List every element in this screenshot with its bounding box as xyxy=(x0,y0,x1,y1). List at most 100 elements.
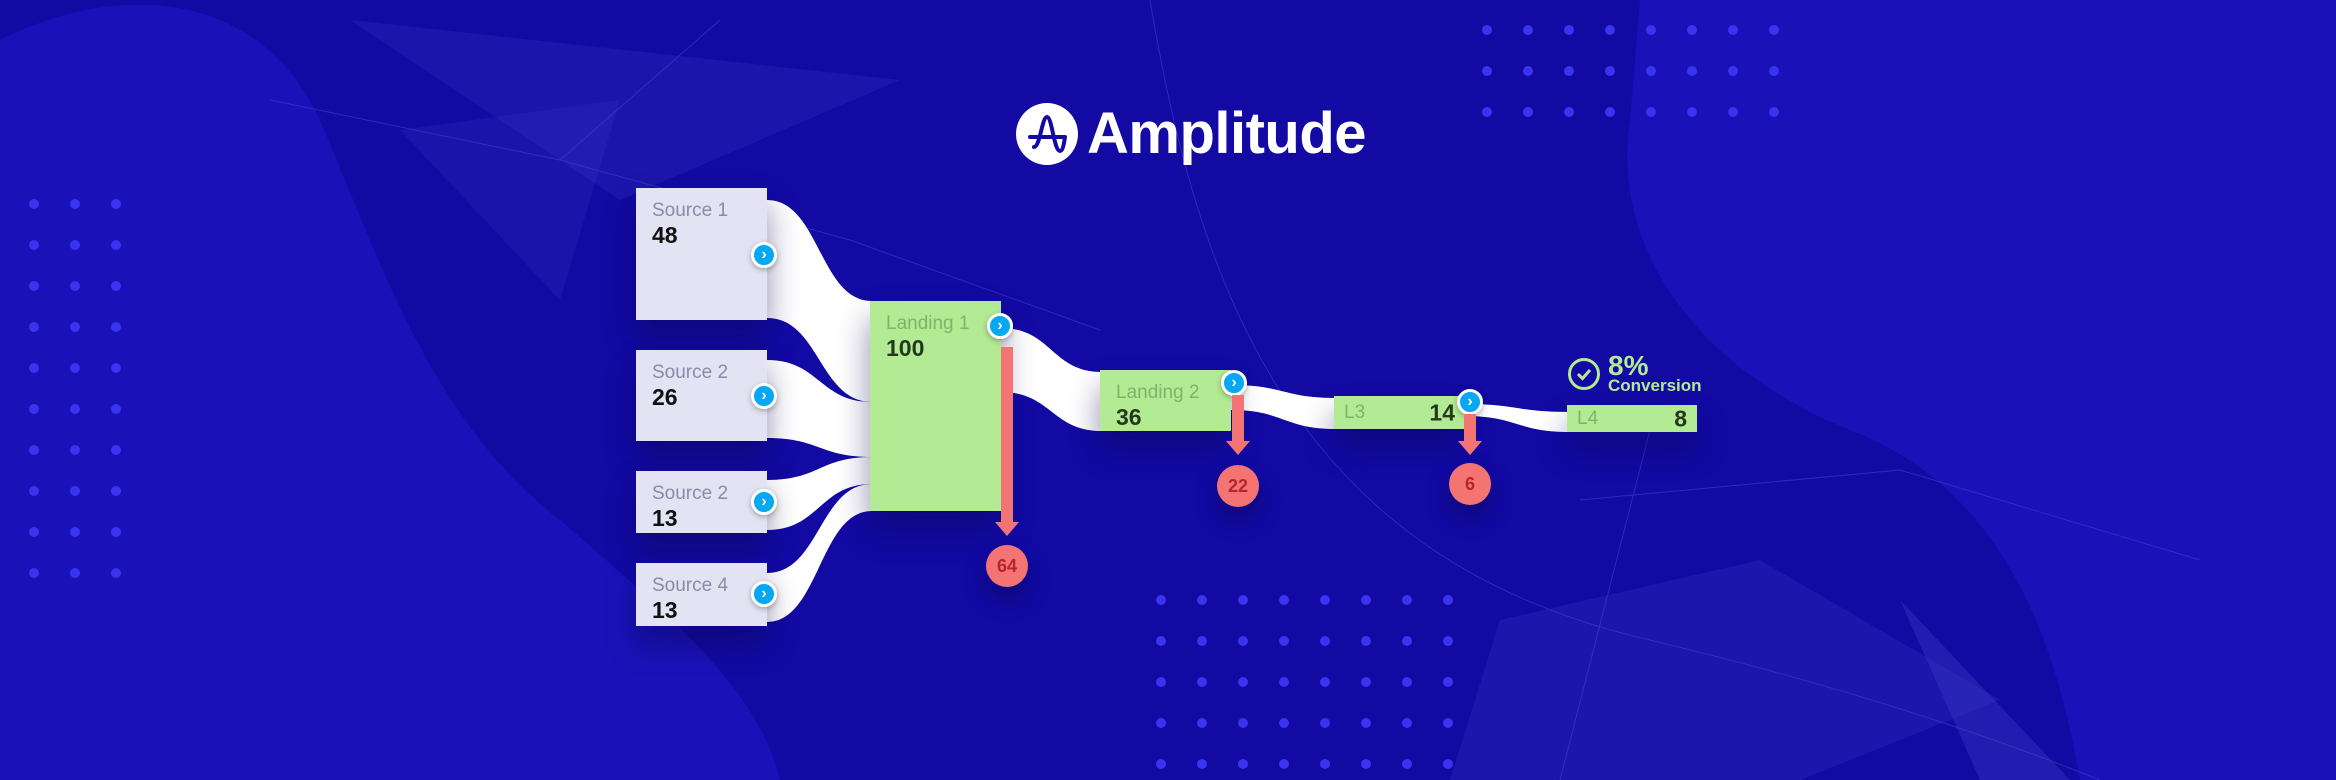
dot xyxy=(1646,107,1656,117)
arrow-down-icon xyxy=(1458,441,1482,455)
dot xyxy=(1402,718,1412,728)
dot xyxy=(70,527,80,537)
dot xyxy=(1523,25,1533,35)
dot xyxy=(70,199,80,209)
dot xyxy=(1361,677,1371,687)
dot xyxy=(1320,677,1330,687)
dot xyxy=(29,363,39,373)
node-label: Source 2 xyxy=(652,483,729,504)
chevron-right-icon[interactable]: › xyxy=(1457,389,1483,415)
chevron-right-icon[interactable]: › xyxy=(1221,370,1247,396)
dot xyxy=(1564,66,1574,76)
brand-name: Amplitude xyxy=(1087,101,1367,166)
dot xyxy=(111,445,121,455)
dot xyxy=(29,527,39,537)
dot xyxy=(1769,25,1779,35)
dot xyxy=(1320,595,1330,605)
dot xyxy=(1361,718,1371,728)
dot xyxy=(1402,759,1412,769)
dot xyxy=(111,527,121,537)
arrow-down-icon xyxy=(995,522,1019,536)
dot xyxy=(1769,66,1779,76)
flow-ribbon xyxy=(767,457,872,530)
dropoff-count[interactable]: 22 xyxy=(1217,465,1259,507)
dot xyxy=(1564,107,1574,117)
dot xyxy=(1197,677,1207,687)
node-label: Source 1 xyxy=(652,200,729,221)
dot xyxy=(1402,677,1412,687)
conversion-percent: 8% xyxy=(1608,350,1649,381)
dot xyxy=(1728,25,1738,35)
dot xyxy=(1443,677,1453,687)
dot xyxy=(1605,66,1615,76)
dot xyxy=(1197,718,1207,728)
chevron-right-icon[interactable]: › xyxy=(751,242,777,268)
dot xyxy=(1687,66,1697,76)
dot xyxy=(1279,636,1289,646)
node-value: 13 xyxy=(652,597,678,623)
amplitude-logo-icon xyxy=(1016,103,1078,165)
node-value: 13 xyxy=(652,505,678,531)
dot xyxy=(1238,759,1248,769)
check-circle-icon xyxy=(1568,358,1600,390)
chevron-right-icon[interactable]: › xyxy=(987,313,1013,339)
dot xyxy=(1687,25,1697,35)
dot xyxy=(111,240,121,250)
dot xyxy=(1197,595,1207,605)
dropoff-bar xyxy=(1001,347,1013,524)
dot xyxy=(1238,595,1248,605)
conversion-label: Conversion xyxy=(1608,376,1702,395)
dot xyxy=(1605,107,1615,117)
dot xyxy=(1564,25,1574,35)
chevron-right-icon[interactable]: › xyxy=(751,383,777,409)
dot xyxy=(1197,759,1207,769)
dot xyxy=(1279,595,1289,605)
dot xyxy=(111,322,121,332)
dot xyxy=(1443,718,1453,728)
dot xyxy=(70,240,80,250)
dot xyxy=(1279,718,1289,728)
dot xyxy=(29,322,39,332)
dot xyxy=(1197,636,1207,646)
node-label: Landing 1 xyxy=(886,313,970,334)
dot xyxy=(70,445,80,455)
dot xyxy=(1646,66,1656,76)
chevron-right-icon[interactable]: › xyxy=(751,581,777,607)
dot xyxy=(1156,636,1166,646)
dot xyxy=(1156,718,1166,728)
dot xyxy=(1361,759,1371,769)
dot xyxy=(1443,636,1453,646)
node-value: 100 xyxy=(886,335,925,361)
dot xyxy=(1238,718,1248,728)
dot xyxy=(1361,636,1371,646)
dot xyxy=(29,240,39,250)
node-value: 48 xyxy=(652,222,678,248)
dot xyxy=(1523,66,1533,76)
dropoff-count[interactable]: 64 xyxy=(986,545,1028,587)
dot xyxy=(70,322,80,332)
dot xyxy=(111,281,121,291)
dot xyxy=(29,404,39,414)
dot xyxy=(29,445,39,455)
node-value: 36 xyxy=(1116,404,1142,430)
dot xyxy=(1728,107,1738,117)
dot xyxy=(1728,66,1738,76)
flow-ribbon xyxy=(767,200,872,402)
dot xyxy=(1320,718,1330,728)
node-label: L3 xyxy=(1344,401,1366,423)
node-label: L4 xyxy=(1577,407,1599,429)
dot xyxy=(1646,25,1656,35)
dot xyxy=(1402,595,1412,605)
chevron-right-icon[interactable]: › xyxy=(751,489,777,515)
dropoff-count[interactable]: 6 xyxy=(1449,463,1491,505)
dot xyxy=(29,486,39,496)
